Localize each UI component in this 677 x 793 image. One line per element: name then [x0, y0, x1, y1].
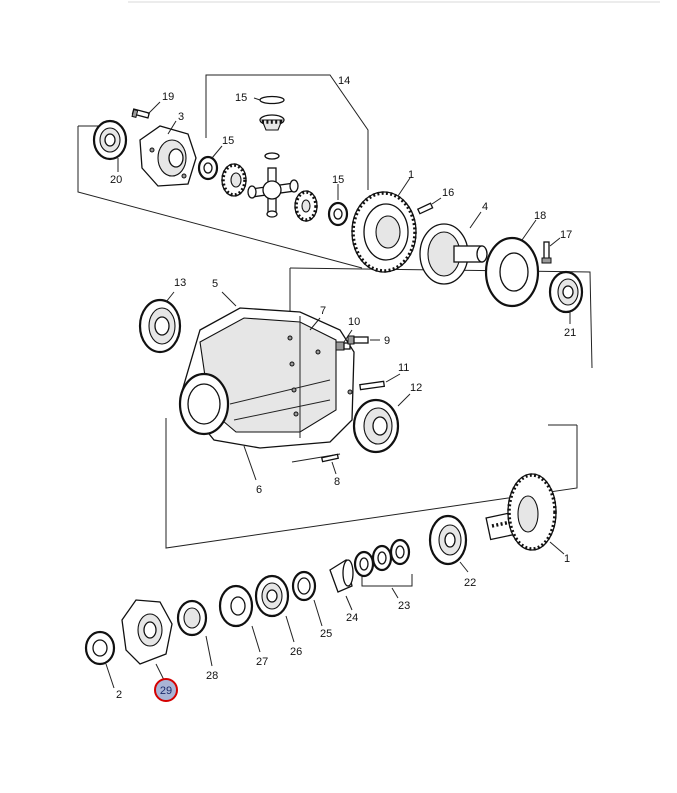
callout-6[interactable]: 6: [256, 484, 262, 496]
pin-16: [416, 202, 434, 215]
callout-4[interactable]: 4: [482, 201, 488, 213]
pinion-gear-top: [259, 95, 285, 160]
callout-15-c[interactable]: 15: [332, 174, 344, 186]
washer-15-right: [327, 201, 349, 227]
ring-gear-1-top: [351, 191, 417, 273]
bearing-22: [428, 514, 468, 566]
callout-25[interactable]: 25: [320, 628, 332, 640]
callout-1-top[interactable]: 1: [408, 169, 414, 181]
callout-26[interactable]: 26: [290, 646, 302, 658]
diff-case-4: [419, 223, 488, 285]
callout-2[interactable]: 2: [116, 689, 122, 701]
bearing-21: [548, 270, 584, 314]
seal-12: [352, 398, 400, 454]
seal-28: [176, 599, 208, 637]
callout-15-b[interactable]: 15: [235, 92, 247, 104]
callout-12[interactable]: 12: [410, 382, 422, 394]
callout-19[interactable]: 19: [162, 91, 174, 103]
washer-25: [291, 570, 317, 602]
callout-7[interactable]: 7: [320, 305, 326, 317]
callout-16[interactable]: 16: [442, 187, 454, 199]
callout-13[interactable]: 13: [174, 277, 186, 289]
callout-22[interactable]: 22: [464, 577, 476, 589]
callout-11[interactable]: 11: [398, 362, 409, 374]
bolt-10: [335, 341, 351, 351]
bearing-13: [138, 298, 182, 354]
shims-23: [353, 538, 411, 578]
bolt-19: [131, 108, 151, 119]
side-gear-left: [221, 163, 247, 197]
spacer-24: [329, 558, 354, 593]
callout-8[interactable]: 8: [334, 476, 340, 488]
highlight-ring: [154, 678, 178, 702]
cover-3: [139, 125, 197, 187]
washer-15-left: [197, 155, 219, 181]
callout-24[interactable]: 24: [346, 612, 358, 624]
side-gear-right: [294, 190, 318, 222]
callout-1-bottom[interactable]: 1: [564, 553, 570, 565]
callout-28[interactable]: 28: [206, 670, 218, 682]
pinion-gear-1-bottom: [485, 473, 557, 551]
spider-cross: [247, 167, 299, 218]
stud-11: [359, 380, 386, 391]
bearing-20: [92, 119, 128, 161]
callout-21[interactable]: 21: [564, 327, 576, 339]
callout-14[interactable]: 14: [338, 75, 350, 87]
callout-20[interactable]: 20: [110, 174, 122, 186]
spacer-27: [218, 584, 254, 628]
callout-27[interactable]: 27: [256, 656, 268, 668]
nut-2: [84, 630, 116, 666]
flange-29: [121, 599, 173, 665]
callout-29[interactable]: 29: [160, 685, 172, 697]
bearing-26: [254, 574, 290, 618]
callout-23[interactable]: 23: [398, 600, 410, 612]
callout-9[interactable]: 9: [384, 335, 390, 347]
housing-5: [178, 307, 355, 449]
pin-8: [320, 453, 340, 463]
callout-5[interactable]: 5: [212, 278, 218, 290]
callout-15-a[interactable]: 15: [222, 135, 234, 147]
callout-18[interactable]: 18: [534, 210, 546, 222]
callout-29-highlighted[interactable]: 29: [154, 678, 178, 702]
callout-17[interactable]: 17: [560, 229, 572, 241]
flange-18: [484, 236, 540, 308]
bolt-17: [541, 241, 552, 264]
bolt-9: [347, 335, 369, 345]
callout-10[interactable]: 10: [348, 316, 360, 328]
callout-3[interactable]: 3: [178, 111, 184, 123]
